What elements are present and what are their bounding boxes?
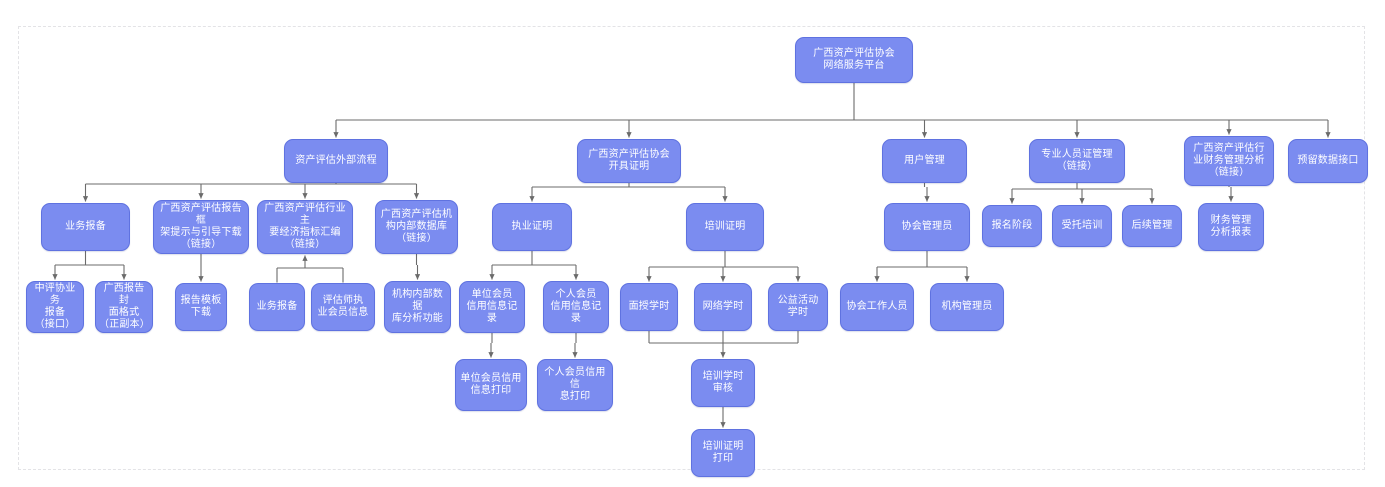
- node-econ_index[interactable]: 广西资产评估行业主 要经济指标汇编 （链接）: [257, 200, 353, 254]
- node-label: 机构管理员: [941, 300, 993, 312]
- node-external[interactable]: 资产评估外部流程: [284, 139, 388, 183]
- node-label: 单位会员 信用信息记录: [466, 288, 518, 325]
- node-label: 广西资产评估行业主 要经济指标汇编 （链接）: [264, 202, 346, 251]
- node-report_frame[interactable]: 广西资产评估报告框 架提示与引导下载 （链接）: [153, 200, 249, 254]
- node-usermgmt[interactable]: 用户管理: [882, 139, 967, 183]
- node-label: 广西报告封 面格式 （正副本）: [99, 282, 150, 331]
- node-cover_format[interactable]: 广西报告封 面格式 （正副本）: [95, 281, 153, 333]
- node-label: 资产评估外部流程: [295, 154, 377, 166]
- node-label: 报告模板 下载: [180, 294, 222, 318]
- node-template_dl[interactable]: 报告模板 下载: [175, 283, 227, 331]
- node-unit_credit[interactable]: 单位会员 信用信息记录: [459, 281, 525, 333]
- node-label: 财务管理 分析报表: [1210, 214, 1252, 238]
- node-label: 公益活动 学时: [777, 294, 819, 318]
- node-label: 网络学时: [702, 300, 744, 312]
- node-reserved_api[interactable]: 预留数据接口: [1288, 139, 1368, 183]
- node-label: 广西资产评估协会 开具证明: [588, 148, 670, 172]
- node-prof_cert[interactable]: 专业人员证管理 （链接）: [1029, 139, 1125, 183]
- node-label: 评估师执 业会员信息: [317, 294, 369, 318]
- node-label: 广西资产评估机 构内部数据库 （链接）: [380, 208, 453, 245]
- node-follow_mgmt[interactable]: 后续管理: [1122, 205, 1182, 247]
- node-label: 执业证明: [511, 220, 553, 232]
- node-label: 面授学时: [628, 300, 670, 312]
- node-certificate[interactable]: 广西资产评估协会 开具证明: [577, 139, 681, 183]
- node-practice_cert[interactable]: 执业证明: [492, 203, 572, 251]
- node-unit_print[interactable]: 单位会员信用 信息打印: [455, 359, 527, 411]
- node-label: 协会管理员: [901, 220, 953, 232]
- node-training_cert[interactable]: 培训证明: [686, 203, 764, 251]
- node-cert_print[interactable]: 培训证明 打印: [691, 429, 755, 477]
- node-label: 受托培训: [1061, 219, 1103, 231]
- node-label: 协会工作人员: [846, 300, 908, 312]
- node-label: 个人会员 信用信息记录: [550, 288, 602, 325]
- node-label: 个人会员信用信 息打印: [544, 366, 606, 403]
- node-signup_stage[interactable]: 报名阶段: [982, 205, 1042, 247]
- node-person_credit[interactable]: 个人会员 信用信息记录: [543, 281, 609, 333]
- node-label: 培训证明 打印: [702, 440, 744, 464]
- node-label: 中评协业务 报备 （接口）: [34, 282, 76, 331]
- node-label: 广西资产评估行 业财务管理分析 （链接）: [1193, 142, 1265, 179]
- node-label: 单位会员信用 信息打印: [460, 372, 522, 396]
- node-label: 广西资产评估报告框 架提示与引导下载 （链接）: [160, 202, 242, 251]
- node-online_hours[interactable]: 网络学时: [694, 283, 752, 331]
- node-label: 用户管理: [904, 154, 945, 166]
- node-label: 报名阶段: [991, 219, 1033, 231]
- node-face_hours[interactable]: 面授学时: [620, 283, 678, 331]
- node-inner_db[interactable]: 广西资产评估机 构内部数据库 （链接）: [375, 200, 458, 254]
- node-zhongpingxie[interactable]: 中评协业务 报备 （接口）: [26, 281, 84, 333]
- node-label: 业务报备: [65, 220, 106, 232]
- node-biz_report2[interactable]: 业务报备: [249, 283, 305, 331]
- node-assoc_admin[interactable]: 协会管理员: [884, 203, 970, 251]
- node-finance_link[interactable]: 广西资产评估行 业财务管理分析 （链接）: [1184, 136, 1274, 186]
- node-label: 广西资产评估协会 网络服务平台: [813, 47, 895, 71]
- node-root[interactable]: 广西资产评估协会 网络服务平台: [795, 37, 913, 83]
- node-hours_review[interactable]: 培训学时 审核: [691, 359, 755, 407]
- node-label: 预留数据接口: [1297, 154, 1359, 166]
- node-label: 培训证明: [704, 220, 746, 232]
- node-biz_report[interactable]: 业务报备: [41, 203, 130, 251]
- node-public_hours[interactable]: 公益活动 学时: [768, 283, 828, 331]
- node-org_admin[interactable]: 机构管理员: [930, 283, 1004, 331]
- node-label: 业务报备: [256, 300, 298, 312]
- node-db_analysis[interactable]: 机构内部数据 库分析功能: [384, 281, 451, 333]
- node-assoc_staff[interactable]: 协会工作人员: [840, 283, 914, 331]
- node-appraiser_info[interactable]: 评估师执 业会员信息: [311, 283, 375, 331]
- node-label: 后续管理: [1131, 219, 1173, 231]
- node-label: 专业人员证管理 （链接）: [1041, 148, 1113, 172]
- node-entrust_train[interactable]: 受托培训: [1052, 205, 1112, 247]
- node-label: 机构内部数据 库分析功能: [392, 288, 443, 325]
- node-label: 培训学时 审核: [702, 370, 744, 394]
- node-person_print[interactable]: 个人会员信用信 息打印: [537, 359, 613, 411]
- node-finance_report[interactable]: 财务管理 分析报表: [1198, 203, 1264, 251]
